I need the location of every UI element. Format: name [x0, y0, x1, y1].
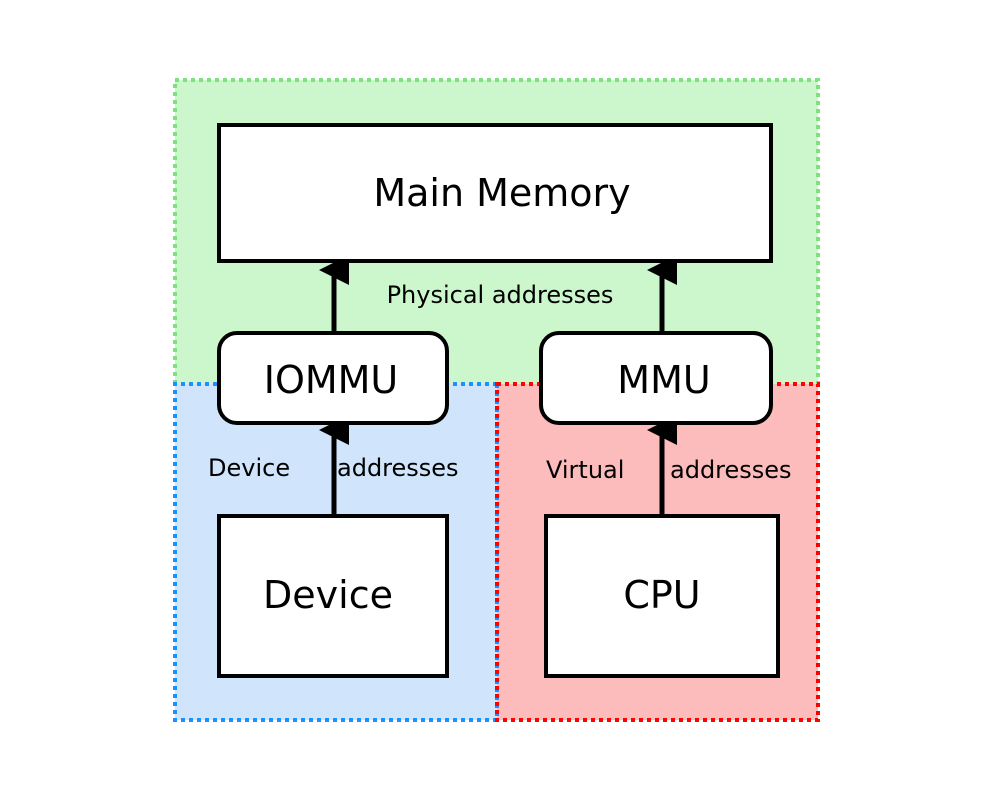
- physical-region-border: [173, 78, 820, 384]
- device-box: Device: [217, 514, 449, 678]
- cpu-box: CPU: [544, 514, 780, 678]
- device-label: Device: [263, 573, 393, 617]
- virtual-region-border: [495, 382, 820, 722]
- iommu-label: IOMMU: [264, 358, 399, 402]
- mmu-box: MMU: [539, 331, 773, 425]
- main-memory-box: Main Memory: [217, 123, 773, 263]
- virtual-addresses-right-label: addresses: [670, 456, 792, 484]
- iommu-box: IOMMU: [217, 331, 449, 425]
- physical-addresses-label: Physical addresses: [387, 281, 614, 309]
- device-addresses-right-label: addresses: [337, 454, 459, 482]
- virtual-addresses-left-label: Virtual: [546, 456, 624, 484]
- mmu-label: MMU: [617, 358, 710, 402]
- main-memory-label: Main Memory: [373, 171, 630, 215]
- device-addresses-left-label: Device: [208, 454, 290, 482]
- cpu-label: CPU: [623, 573, 700, 617]
